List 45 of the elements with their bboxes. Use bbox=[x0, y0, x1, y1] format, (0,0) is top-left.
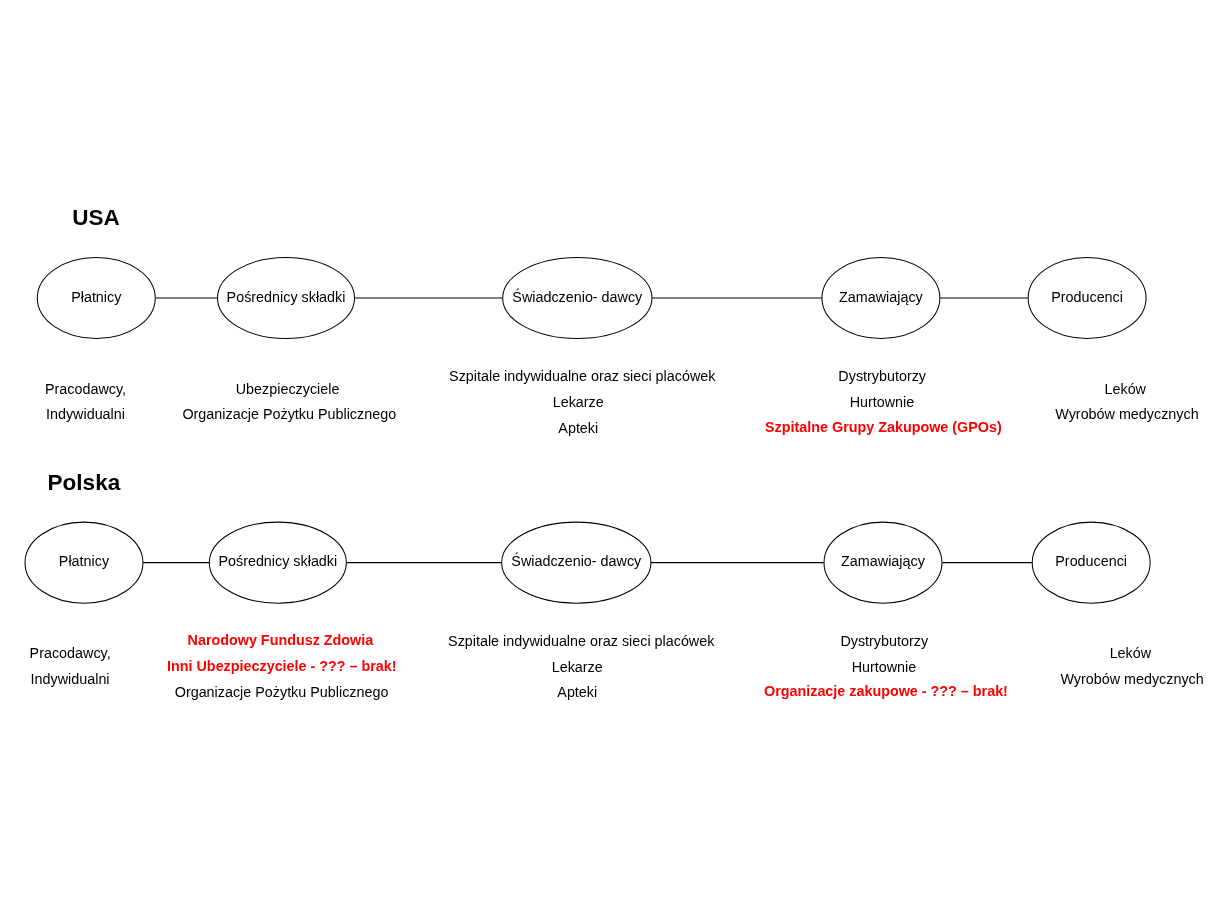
node-label: Leków bbox=[1109, 645, 1152, 662]
node-label: Lekarze bbox=[551, 658, 603, 675]
node-ellipse: Pośrednicy składki bbox=[208, 521, 347, 604]
node-label: Narodowy Fundusz Zdowia bbox=[187, 631, 374, 648]
node-label: Lekarze bbox=[552, 393, 604, 410]
node-label: Wyrobów medycznych bbox=[1060, 670, 1204, 687]
node-label: Ubezpieczyciele bbox=[235, 380, 340, 397]
node-label: Dystrybutorzy bbox=[838, 368, 927, 385]
label: Polska bbox=[47, 469, 121, 495]
connector bbox=[155, 297, 218, 299]
node-label: Szpitale indywidualne oraz sieci placówek bbox=[449, 368, 716, 385]
node-label: Pracodawcy, bbox=[29, 645, 111, 662]
connector bbox=[939, 297, 1029, 299]
node-label: Leków bbox=[1104, 380, 1146, 397]
connector bbox=[650, 562, 825, 564]
node-label: Dystrybutorzy bbox=[840, 632, 929, 649]
node-label: Szpitale indywidualne oraz sieci placówek bbox=[448, 632, 715, 649]
node-ellipse: Zamawiający bbox=[823, 521, 943, 604]
connector bbox=[346, 562, 502, 564]
connector bbox=[941, 562, 1033, 564]
node-label: Indywidualni bbox=[30, 670, 110, 687]
node-label: Organizacje zakupowe - ??? – brak! bbox=[763, 683, 1008, 700]
connector bbox=[142, 562, 210, 564]
node-ellipse: Producenci bbox=[1027, 256, 1147, 340]
node-label: Pracodawcy, bbox=[44, 380, 127, 397]
node-label: Inni Ubezpieczyciele - ??? – brak! bbox=[167, 657, 397, 674]
node-label: Organizacje Pożytku Publicznego bbox=[174, 684, 389, 701]
node-label: Hurtownie bbox=[851, 658, 917, 675]
node-label: Wyrobów medycznych bbox=[1055, 406, 1199, 423]
connector bbox=[354, 297, 504, 299]
node-ellipse: Zamawiający bbox=[821, 256, 941, 340]
node-label: Apteki bbox=[558, 419, 599, 436]
node-ellipse: Świadczenio- dawcy bbox=[501, 521, 652, 604]
node-ellipse: Pośrednicy składki bbox=[217, 256, 356, 340]
label: USA bbox=[72, 205, 120, 231]
connector bbox=[651, 297, 823, 299]
node-ellipse: Płatnicy bbox=[36, 256, 156, 340]
node-ellipse: Płatnicy bbox=[24, 521, 144, 604]
node-label: Szpitalne Grupy Zakupowe (GPOs) bbox=[765, 418, 1002, 435]
node-label: Indywidualni bbox=[46, 406, 125, 423]
node-label: Organizacje Pożytku Publicznego bbox=[182, 406, 397, 423]
node-ellipse: Producenci bbox=[1031, 521, 1151, 604]
node-label: Apteki bbox=[557, 684, 598, 701]
node-ellipse: Świadczenio- dawcy bbox=[502, 256, 653, 340]
node-label: Hurtownie bbox=[849, 393, 915, 410]
